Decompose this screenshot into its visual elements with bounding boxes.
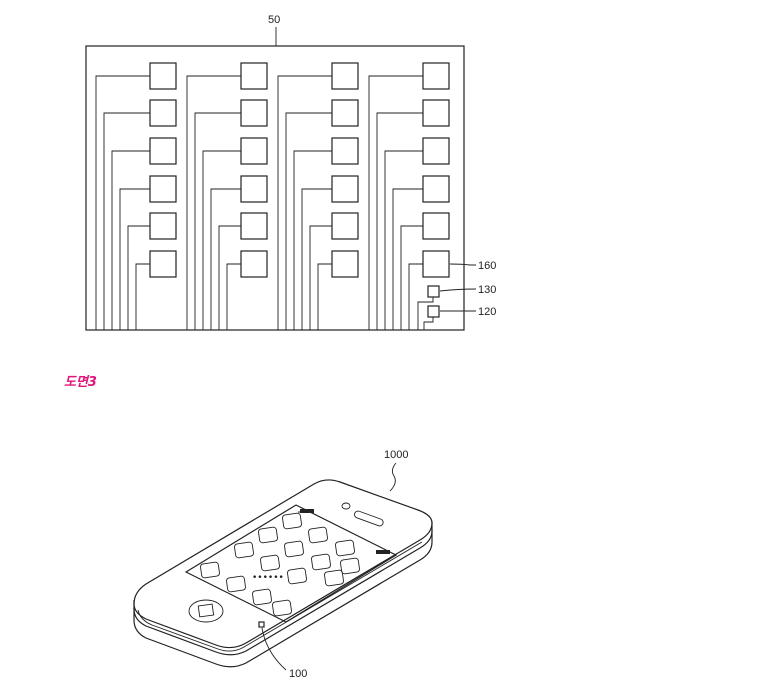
leader-1000: [389, 462, 397, 492]
wiring-trace: [285, 112, 332, 330]
wiring-trace: [202, 150, 241, 330]
electrode-block: [331, 62, 359, 90]
wiring-trace: [186, 75, 241, 330]
wiring-trace: [317, 263, 332, 330]
electrode-block: [240, 99, 268, 127]
wiring-trace: [392, 188, 423, 330]
app-icon: [340, 557, 360, 575]
panel-outline: [85, 45, 465, 331]
panel-ref-label: 50: [268, 14, 280, 26]
electrode-block: [149, 212, 177, 240]
app-icon: [260, 554, 280, 572]
device-screen: [184, 504, 398, 623]
wiring-trace: [277, 75, 332, 330]
wiring-trace: [95, 75, 150, 330]
app-icon: [311, 553, 331, 571]
screen-status-bar-left: [300, 509, 314, 513]
ref-160-label: 160: [478, 260, 496, 272]
device-top-face: [133, 479, 433, 649]
electrode-block: [331, 175, 359, 203]
leader-130: [439, 288, 477, 292]
wiring-trace: [103, 112, 150, 330]
app-icon: [226, 575, 246, 593]
figure-caption: 도면3: [64, 375, 97, 390]
wiring-trace: [309, 225, 332, 330]
wiring-trace: [226, 263, 241, 330]
device-mid-layer: [133, 522, 433, 656]
electrode-block: [149, 99, 177, 127]
electrode-block: [331, 212, 359, 240]
screen-status-bar-right: [376, 550, 390, 554]
electrode-grid: [95, 62, 450, 330]
electrode-block: [240, 250, 268, 278]
leader-100: [261, 627, 287, 671]
panel-diagram: 50 160 130 120: [85, 14, 496, 331]
wiring-trace: [127, 225, 150, 330]
wiring-trace: [135, 263, 150, 330]
electrode-block: [422, 212, 450, 240]
electrode-block: [331, 137, 359, 165]
electrode-block: [149, 137, 177, 165]
electrode-block: [422, 99, 450, 127]
wiring-trace: [119, 188, 150, 330]
app-icon: [258, 526, 278, 544]
ref-130-label: 130: [478, 284, 496, 296]
electrode-block: [422, 175, 450, 203]
wiring-trace: [400, 225, 423, 330]
camera-icon: [341, 502, 351, 510]
ref-120-label: 120: [478, 306, 496, 318]
leader-160: [449, 263, 476, 266]
wiring-trace: [376, 112, 423, 330]
wiring-trace: [368, 75, 423, 330]
wiring-trace: [111, 150, 150, 330]
block-130: [417, 285, 440, 330]
wiring-trace: [384, 150, 423, 330]
electrode-block: [331, 250, 359, 278]
electrode-block: [240, 62, 268, 90]
electrode-block: [149, 175, 177, 203]
device-bottom-layer: [133, 530, 433, 668]
electrode-block: [149, 250, 177, 278]
electrode-block: [331, 99, 359, 127]
app-icon: [324, 569, 344, 587]
app-icon: [308, 526, 328, 544]
app-icon: [287, 567, 307, 585]
app-icon: [234, 541, 254, 559]
screen-status-top: [298, 511, 390, 553]
home-button-icon: [188, 599, 224, 623]
wiring-trace: [293, 150, 332, 330]
device-diagram: •••••• 100 1000: [133, 449, 433, 680]
app-icon: [200, 561, 220, 579]
electrode-block: [422, 62, 450, 90]
electrode-block: [240, 137, 268, 165]
wiring-trace: [408, 263, 423, 330]
page-indicator-dots: ••••••: [252, 573, 284, 583]
electrode-block: [149, 62, 177, 90]
app-icon: [335, 539, 355, 557]
app-icon: [284, 540, 304, 558]
app-icon: [252, 588, 272, 606]
app-icon: [282, 512, 302, 530]
device-edge-line: [137, 541, 423, 652]
electrode-block: [422, 137, 450, 165]
ref-1000-label: 1000: [384, 449, 408, 461]
block-120: [423, 305, 440, 330]
electrode-block: [240, 175, 268, 203]
electrode-block: [422, 250, 450, 278]
wiring-trace: [194, 112, 241, 330]
component-100: [258, 621, 265, 628]
wiring-trace: [301, 188, 332, 330]
speaker-slot: [354, 510, 384, 527]
app-icons: [200, 512, 360, 617]
electrode-block: [240, 212, 268, 240]
ref-100-label: 100: [289, 668, 307, 680]
wiring-trace: [210, 188, 241, 330]
wiring-trace: [218, 225, 241, 330]
app-icon: [272, 599, 292, 617]
